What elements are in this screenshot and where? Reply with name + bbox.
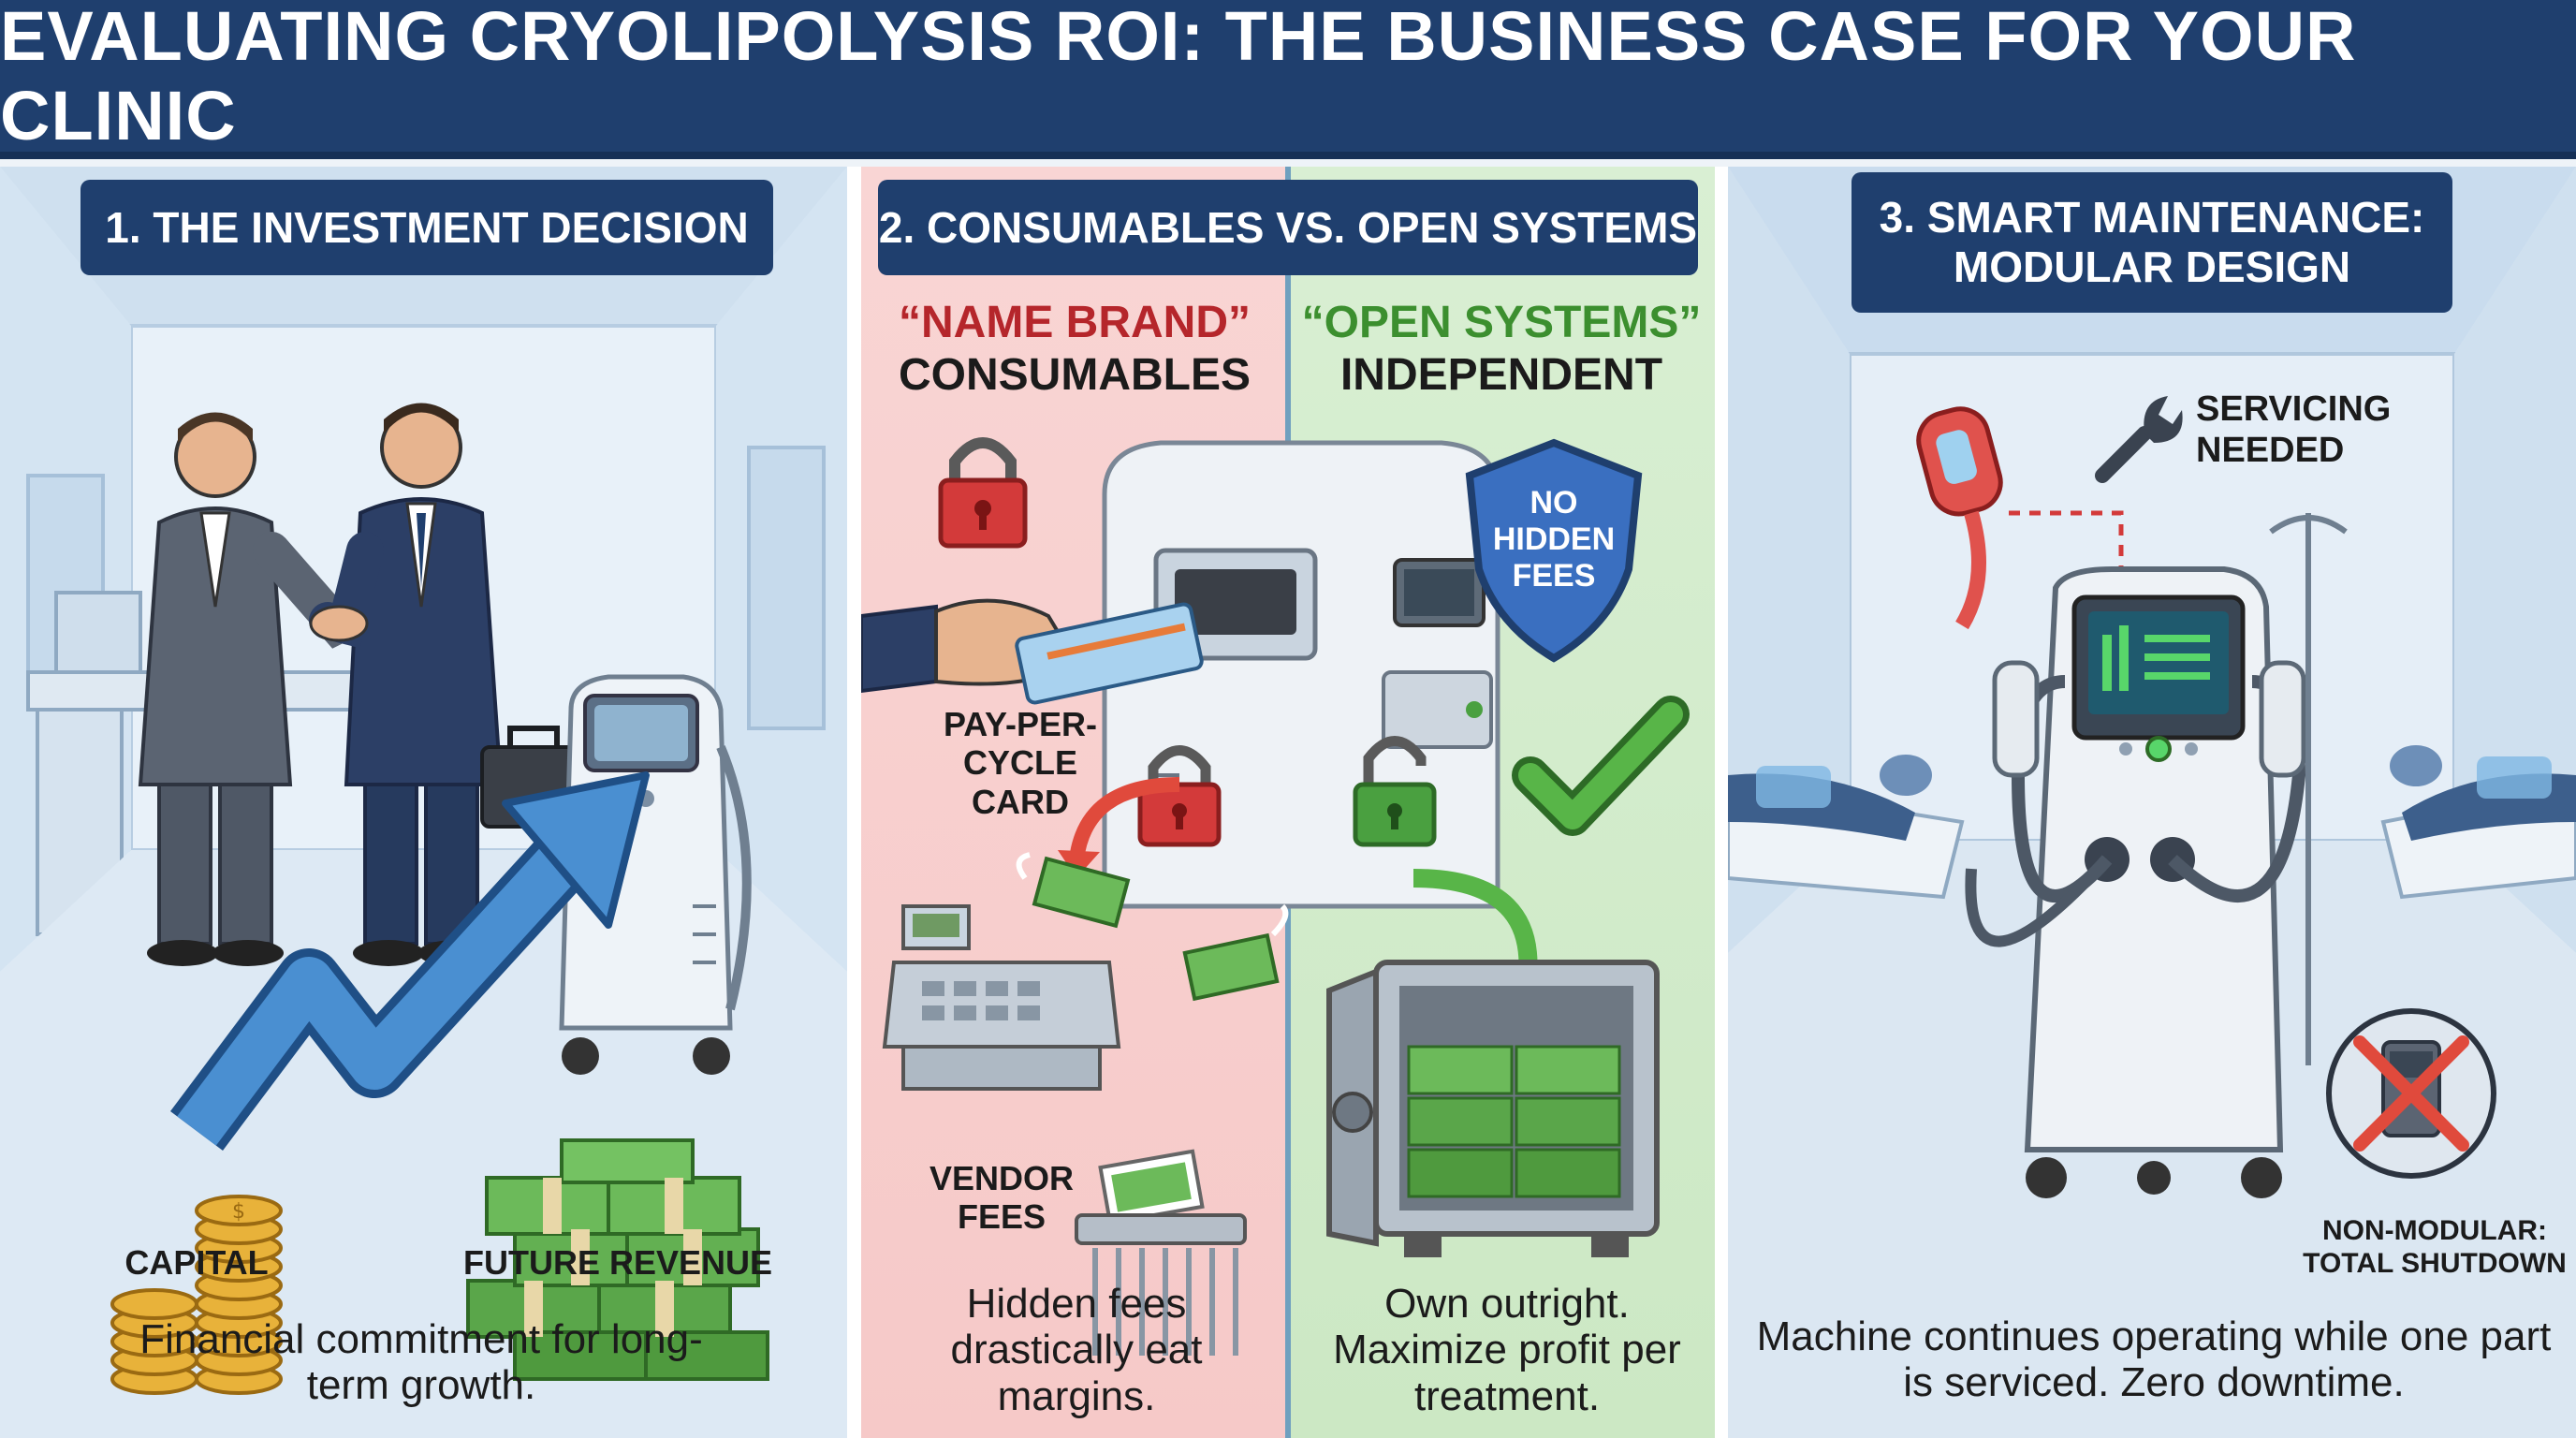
modular-cryo-machine-illustration: [1965, 566, 2306, 1198]
independent-title: INDEPENDENT: [1339, 350, 1663, 400]
panel2-left-caption: Hidden fees drastically eat margins.: [950, 1281, 1203, 1419]
panel3-caption: Machine continues operating while one pa…: [1756, 1313, 2552, 1406]
panel-label-2: 2. CONSUMABLES VS. OPEN SYSTEMS: [878, 180, 1698, 275]
name-brand-title: “NAME BRAND”: [899, 298, 1251, 347]
cryolipolysis-machine-illustration: [559, 674, 752, 1075]
cash-register-icon: [882, 904, 1121, 1091]
wrench-icon: [2095, 396, 2183, 483]
red-curved-arrow-icon: [1058, 777, 1180, 878]
divider-2: [1715, 167, 1729, 1438]
coin-stacks-icon: $: [110, 1195, 283, 1395]
consumables-title: CONSUMABLES: [898, 350, 1251, 400]
panel-consumables-vs-open: 2. CONSUMABLES VS. OPEN SYSTEMS “NAME BR…: [861, 167, 1715, 1438]
divider-1: [847, 167, 861, 1438]
growth-arrow-icon: [170, 771, 650, 1151]
panel-label-1: 1. THE INVESTMENT DECISION: [80, 180, 773, 275]
panel-label-3: 3. SMART MAINTENANCE: MODULAR DESIGN: [1852, 172, 2452, 313]
hand-inserting-card-illustration: [861, 598, 1204, 705]
cable-hanger-icon: [2269, 513, 2348, 1065]
open-systems-title: “OPEN SYSTEMS”: [1301, 298, 1702, 347]
paper-shredder-icon: [1075, 1149, 1247, 1356]
locked-padlock-icon: [938, 437, 1028, 549]
panel-smart-maintenance: 3. SMART MAINTENANCE: MODULAR DESIGN SER…: [1728, 167, 2576, 1438]
unlocked-padlock-icon: [1353, 736, 1437, 847]
future-revenue-label: FUTURE REVENUE: [462, 1243, 773, 1282]
cash-stack-icon: [466, 1138, 769, 1381]
panel-investment-decision: 1. THE INVESTMENT DECISION: [0, 167, 847, 1438]
detached-applicator-icon: [1916, 406, 2124, 630]
page-title: EVALUATING CRYOLIPOLYSIS ROI: THE BUSINE…: [0, 0, 2357, 154]
servicing-needed-label: SERVICING NEEDED: [2196, 389, 2392, 470]
svg-text:$: $: [232, 1200, 245, 1224]
capital-label: CAPITAL: [124, 1243, 269, 1282]
non-modular-shutdown-icon: [2326, 1008, 2496, 1179]
checkmark-icon: [1512, 696, 1690, 836]
non-modular-label: NON-MODULAR: TOTAL SHUTDOWN: [2303, 1215, 2567, 1279]
panel1-caption: Financial commitment for long-term growt…: [139, 1316, 703, 1409]
no-hidden-fees-shield-icon: [1465, 438, 1643, 663]
shield-text: NO HIDDEN FEES: [1492, 485, 1616, 594]
panel2-right-caption: Own outright. Maximize profit per treatm…: [1333, 1281, 1681, 1419]
open-safe-with-cash-icon: [1326, 960, 1660, 1257]
page-header: EVALUATING CRYOLIPOLYSIS ROI: THE BUSINE…: [0, 0, 2576, 159]
pay-per-cycle-card-label: PAY-PER-CYCLE CARD: [943, 705, 1098, 821]
vendor-fees-label: VENDOR FEES: [929, 1159, 1075, 1237]
flying-money-icon: [1016, 852, 1289, 1002]
